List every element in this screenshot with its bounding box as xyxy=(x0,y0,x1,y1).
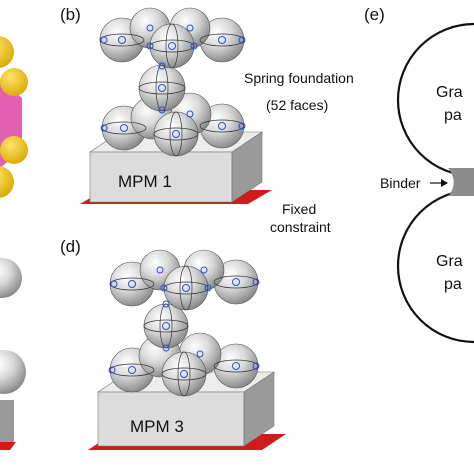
panel-a-partial xyxy=(0,36,28,198)
yellow-atom xyxy=(0,36,14,68)
yellow-atom xyxy=(0,68,28,96)
panel-b-label: (b) xyxy=(60,5,81,24)
annotation-spring-faces: (52 faces) xyxy=(266,97,328,113)
block-label: MPM 1 xyxy=(118,172,172,191)
top-particle-label-line2: pa xyxy=(444,107,462,124)
top-particle-label-line1: Gra xyxy=(436,84,463,101)
sphere xyxy=(153,111,199,157)
fixed-constraint-partial xyxy=(0,442,16,450)
binder-arrow-head xyxy=(441,179,448,187)
spring-face-markers xyxy=(100,24,246,138)
bottom-particle-label-line2: pa xyxy=(444,276,462,293)
block-side xyxy=(231,131,263,203)
annotation-spring-foundation: Spring foundation xyxy=(244,70,354,86)
top-graphite-particle xyxy=(396,22,474,178)
bottom-graphite-particle xyxy=(396,188,474,344)
sphere xyxy=(149,23,195,69)
sphere xyxy=(138,64,186,112)
annotation-fixed: Fixed xyxy=(282,201,316,217)
block-label: MPM 3 xyxy=(130,417,184,436)
bottom-particle-label-line1: Gra xyxy=(436,253,463,270)
yellow-atom xyxy=(0,136,28,164)
sphere-cluster-d xyxy=(108,249,260,397)
block-side xyxy=(243,371,275,447)
block-side-partial xyxy=(0,400,14,442)
panel-e-label: (e) xyxy=(364,5,385,24)
yellow-atom xyxy=(0,166,14,198)
sphere xyxy=(143,303,189,349)
sphere xyxy=(0,350,26,394)
panel-d-label: (d) xyxy=(60,237,81,256)
sphere-cluster-b xyxy=(99,7,246,157)
panel-c-partial xyxy=(0,258,26,450)
panel-e: (e) Gra pa Binder Gra pa xyxy=(364,5,474,344)
sphere xyxy=(163,265,209,311)
sphere xyxy=(0,258,22,298)
spring-face-markers xyxy=(108,266,260,378)
sphere xyxy=(161,351,207,397)
panel-d: (d) MPM 3 xyxy=(60,237,286,450)
panel-b: (b) MPM 1 xyxy=(60,5,354,235)
binder-label: Binder xyxy=(380,175,421,191)
annotation-constraint: constraint xyxy=(270,219,331,235)
binder-region xyxy=(448,168,474,196)
